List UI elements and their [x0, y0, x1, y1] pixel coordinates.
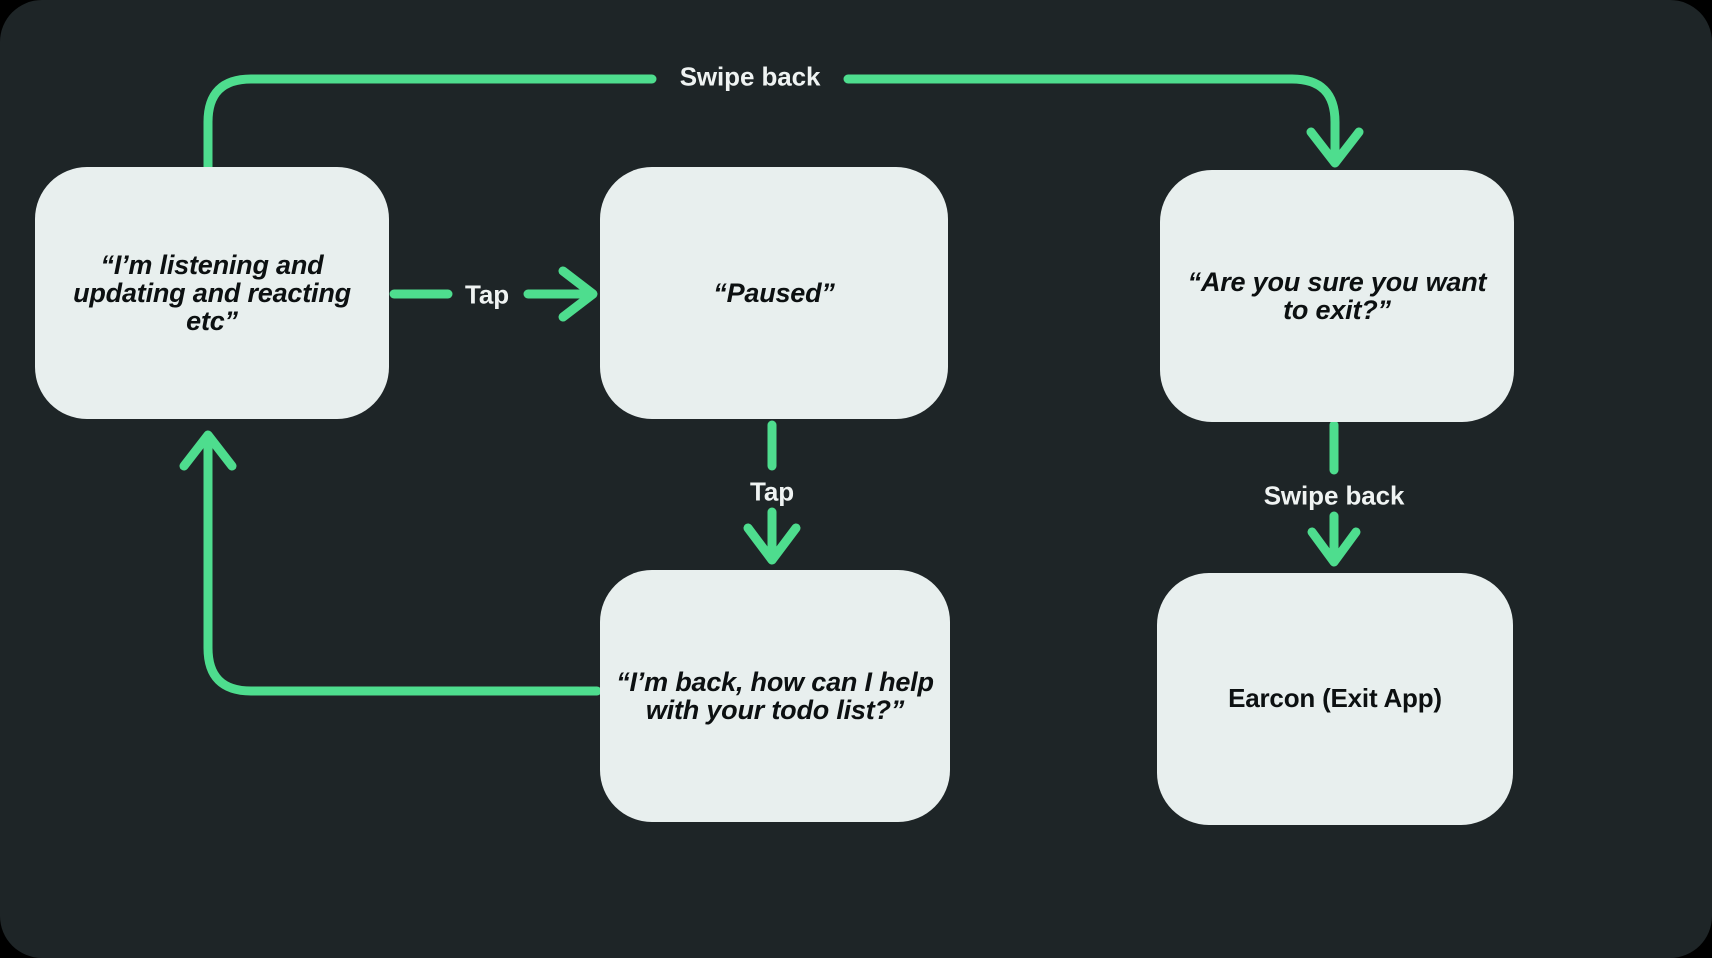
edge-back-to-listening-path — [203, 441, 602, 696]
edge-listening-to-confirm-segment-left — [203, 74, 657, 172]
edge-back-to-listening-arrowhead — [179, 430, 237, 471]
edge-label-tap-listening-to-paused: Tap — [465, 279, 509, 310]
edge-paused-to-back-arrowhead — [743, 523, 801, 565]
node-earcon-label: Earcon (Exit App) — [1228, 683, 1442, 714]
edge-label-swipe-back-top: Swipe back — [679, 61, 821, 92]
node-confirm-exit[interactable]: “Are you sure you want to exit?” — [1160, 170, 1514, 422]
edge-label-swipe-back-confirm-to-earcon: Swipe back — [1263, 480, 1405, 511]
node-earcon[interactable]: Earcon (Exit App) — [1157, 573, 1513, 825]
edge-listening-to-paused-arrowhead — [558, 266, 598, 322]
node-confirm-exit-label: “Are you sure you want to exit?” — [1187, 266, 1487, 325]
edge-label-tap-paused-to-back: Tap — [750, 476, 794, 507]
edge-confirm-to-earcon-arrowhead — [1307, 527, 1361, 567]
node-listening-label: “I’m listening and updating and reacting… — [73, 249, 351, 337]
edge-listening-to-confirm-arrowhead — [1306, 127, 1364, 168]
node-listening[interactable]: “I’m listening and updating and reacting… — [35, 167, 389, 419]
node-back[interactable]: “I’m back, how can I help with your todo… — [600, 570, 950, 822]
node-paused-label: “Paused” — [713, 277, 835, 308]
node-back-label: “I’m back, how can I help with your todo… — [616, 666, 934, 725]
edge-listening-to-confirm-segment-right — [843, 74, 1340, 157]
node-paused[interactable]: “Paused” — [600, 167, 948, 419]
